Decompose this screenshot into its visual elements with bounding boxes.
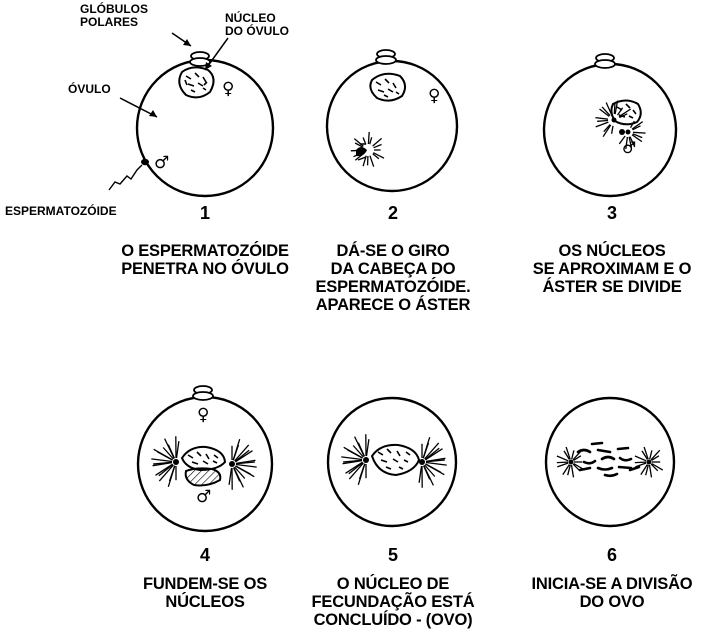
stage-caption: DÁ-SE O GIRO DA CABEÇA DO ESPERMATOZÓIDE…	[293, 242, 493, 315]
aster	[351, 132, 384, 167]
female-symbol: ♀	[428, 86, 440, 106]
stage-number: 6	[592, 546, 632, 566]
sperm-head	[356, 147, 367, 156]
stage-number: 4	[185, 546, 225, 566]
stage-5-cell	[328, 398, 456, 526]
stage-2-cell	[327, 50, 457, 191]
stage-caption: O NÚCLEO DE FECUNDAÇÃO ESTÁ CONCLUÍDO - …	[293, 575, 493, 629]
male-symbol: ♂	[622, 138, 636, 157]
fusing-nuclei	[182, 447, 225, 486]
stage-number: 5	[373, 546, 413, 566]
stage-1-cell	[109, 33, 273, 196]
polar-bodies	[595, 54, 615, 68]
polar-bodies	[193, 386, 213, 400]
female-symbol: ♀	[197, 405, 209, 425]
aster	[229, 439, 257, 490]
aster	[635, 447, 663, 477]
stage-caption: OS NÚCLEOS SE APROXIMAM E O ÁSTER SE DIV…	[512, 242, 712, 296]
label-nucleo-ovulo: NÚCLEO DO ÓVULO	[225, 12, 289, 38]
polar-bodies	[376, 50, 396, 64]
stage-number: 2	[373, 204, 413, 224]
stage-caption: INICIA-SE A DIVISÃO DO OVO	[512, 575, 712, 611]
stage-caption: O ESPERMATOZÓIDE PENETRA NO ÓVULO	[105, 242, 305, 278]
stage-6-cell	[546, 398, 674, 526]
metaphase-chromosomes	[578, 443, 639, 476]
female-symbol: ♀	[222, 79, 234, 99]
aster	[419, 437, 447, 488]
ovum-nucleus	[179, 67, 213, 97]
stage-3-cell	[544, 54, 676, 196]
male-symbol: ♂	[196, 487, 211, 507]
zygote-nucleus	[372, 445, 419, 475]
label-globulos-polares: GLÓBULOS POLARES	[80, 3, 148, 29]
label-ovulo: ÓVULO	[68, 83, 111, 96]
aster	[341, 434, 369, 485]
sperm-cell	[109, 159, 149, 190]
label-espermatozoide: ESPERMATOZÓIDE	[5, 205, 117, 218]
male-symbol: ♂	[154, 153, 169, 173]
stage-caption: FUNDEM-SE OS NÚCLEOS	[105, 575, 305, 611]
stage-number: 3	[592, 204, 632, 224]
stage-number: 1	[185, 204, 225, 224]
aster	[151, 436, 179, 487]
ovum-membrane	[544, 64, 676, 196]
ovum-nucleus	[370, 74, 405, 101]
